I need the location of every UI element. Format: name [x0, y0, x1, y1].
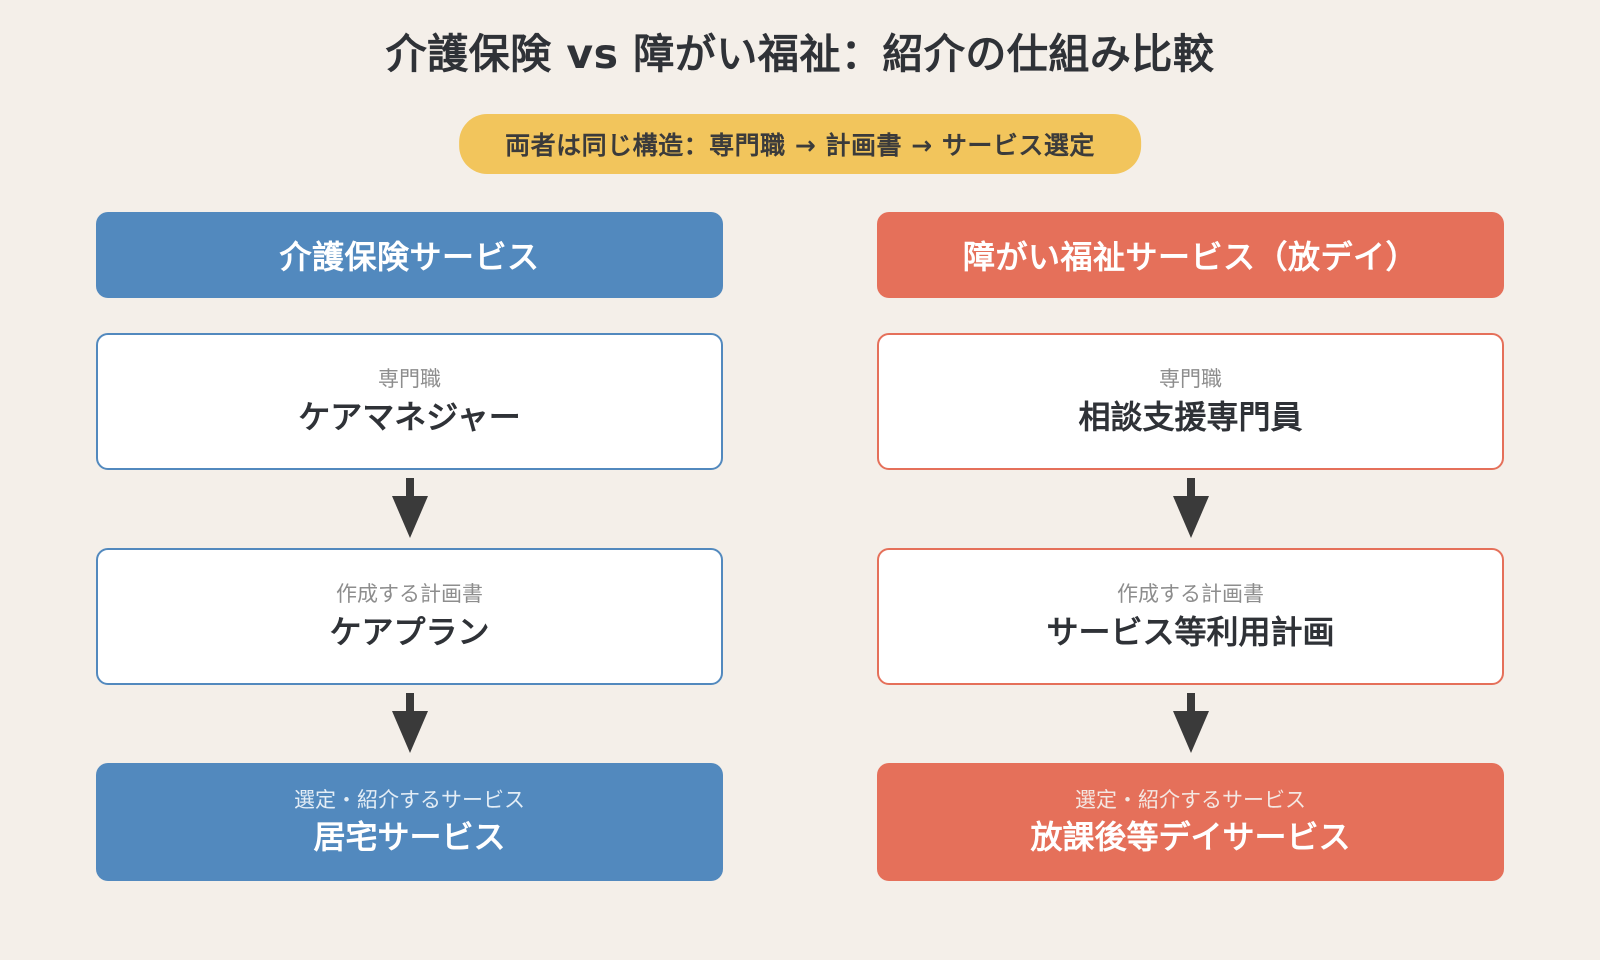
column-header-disability-welfare: 障がい福祉サービス（放デイ）	[877, 212, 1504, 298]
step-value: 放課後等デイサービス	[1030, 818, 1351, 857]
step-value: 居宅サービス	[313, 818, 506, 857]
step-value: ケアプラン	[329, 612, 490, 651]
step-value: サービス等利用計画	[1046, 612, 1335, 651]
arrow-down-icon	[96, 685, 723, 763]
step-label: 専門職	[1159, 367, 1222, 392]
step-value: ケアマネジャー	[298, 397, 521, 436]
step-card-disability-welfare-service: 選定・紹介するサービス 放課後等デイサービス	[877, 763, 1504, 881]
comparison-columns: 介護保険サービス 専門職 ケアマネジャー 作成する計画書 ケアプラン	[96, 212, 1504, 881]
page-title: 介護保険 vs 障がい福祉：紹介の仕組み比較	[385, 30, 1215, 78]
step-label: 作成する計画書	[336, 582, 483, 607]
step-card-disability-welfare-plan: 作成する計画書 サービス等利用計画	[877, 548, 1504, 685]
arrow-down-icon	[96, 470, 723, 548]
subtitle-badge: 両者は同じ構造：専門職 → 計画書 → サービス選定	[459, 114, 1141, 174]
spacer	[96, 298, 723, 333]
spacer	[877, 298, 1504, 333]
arrow-down-icon	[877, 685, 1504, 763]
step-card-care-insurance-plan: 作成する計画書 ケアプラン	[96, 548, 723, 685]
step-card-care-insurance-service: 選定・紹介するサービス 居宅サービス	[96, 763, 723, 881]
step-label: 作成する計画書	[1117, 582, 1264, 607]
column-disability-welfare: 障がい福祉サービス（放デイ） 専門職 相談支援専門員 作成する計画書 サービス等…	[877, 212, 1504, 881]
arrow-down-icon	[877, 470, 1504, 548]
column-header-care-insurance: 介護保険サービス	[96, 212, 723, 298]
column-care-insurance: 介護保険サービス 専門職 ケアマネジャー 作成する計画書 ケアプラン	[96, 212, 723, 881]
step-card-disability-welfare-professional: 専門職 相談支援専門員	[877, 333, 1504, 470]
step-label: 専門職	[378, 367, 441, 392]
step-card-care-insurance-professional: 専門職 ケアマネジャー	[96, 333, 723, 470]
step-value: 相談支援専門員	[1078, 397, 1303, 436]
step-label: 選定・紹介するサービス	[1075, 787, 1306, 812]
step-label: 選定・紹介するサービス	[294, 787, 525, 812]
